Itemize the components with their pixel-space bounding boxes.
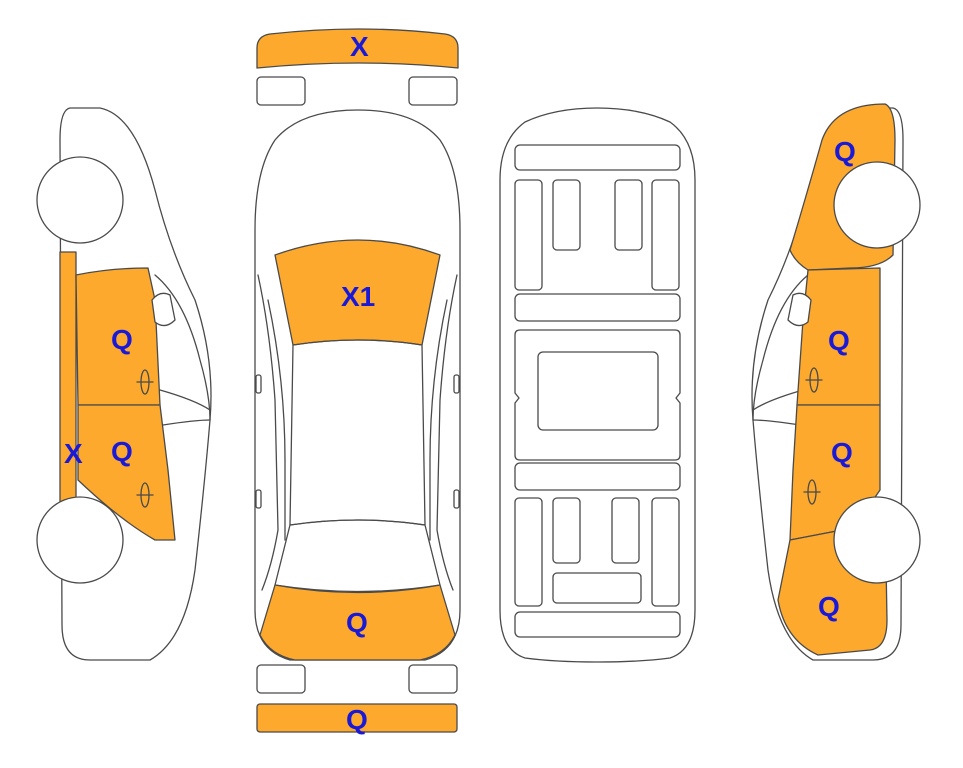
left-front-wheel — [36, 156, 124, 244]
top-body-outline — [254, 109, 461, 661]
right-windshield-line — [752, 274, 809, 421]
ub-rear-right-rail — [651, 497, 680, 607]
top-right-pillar — [436, 274, 458, 591]
right-front-fender-label: Q — [818, 591, 840, 622]
trunk-lid — [259, 584, 456, 661]
ub-center-tunnel — [537, 351, 659, 431]
rear-bumper-label: Q — [346, 704, 368, 735]
left-front-door-label: Q — [111, 324, 133, 355]
ub-front-bar — [514, 144, 681, 171]
right-rear-door-handle-icon — [805, 367, 823, 393]
top-view: X X1 Q Q — [254, 28, 461, 735]
left-front-door — [75, 267, 161, 406]
right-rear-window-line-2 — [752, 419, 801, 426]
left-rear-window-line — [159, 389, 211, 411]
ub-rear-bar — [514, 611, 681, 638]
left-rear-door — [77, 404, 176, 541]
right-rear-quarter-label: Q — [834, 136, 856, 167]
left-rear-wheel — [36, 496, 124, 584]
windshield-label: X1 — [341, 281, 375, 312]
ub-front-right-rail — [651, 179, 680, 291]
left-rocker-label: X — [64, 438, 83, 469]
right-front-door-handle-icon — [803, 479, 821, 505]
left-rear-door-label: Q — [111, 436, 133, 467]
ub-front-left-inner — [552, 179, 581, 251]
ub-cross-member-1 — [514, 293, 681, 322]
top-right-side-line — [429, 299, 448, 541]
ub-rear-muffler — [552, 572, 642, 604]
rear-right-taillight — [408, 664, 458, 694]
left-front-door-handle-icon — [136, 369, 154, 395]
front-left-headlight — [256, 76, 306, 106]
top-right-mirror — [453, 374, 460, 394]
right-rear-door-label: Q — [828, 325, 850, 356]
rear-left-taillight — [256, 664, 306, 694]
top-right-handle — [453, 489, 460, 509]
left-side-view: Q Q X — [36, 107, 212, 661]
top-left-handle — [255, 489, 262, 509]
underbody-view — [499, 107, 696, 663]
right-front-door-label: Q — [831, 437, 853, 468]
right-rear-wheel — [833, 161, 921, 249]
top-left-mirror — [255, 374, 262, 394]
right-side-view: Q Q Q Q — [751, 103, 921, 661]
left-mirror — [151, 292, 176, 327]
front-right-headlight — [408, 76, 458, 106]
ub-rear-left-rail — [514, 497, 543, 607]
ub-rear-left-inner — [552, 497, 581, 564]
left-windshield-line — [154, 274, 211, 421]
front-bumper-label: X — [350, 31, 369, 62]
top-left-side-line — [267, 299, 286, 541]
left-rear-window-line-2 — [162, 419, 211, 426]
front-bumper — [256, 28, 459, 69]
ub-cross-member-2 — [514, 462, 681, 491]
right-front-wheel — [833, 496, 921, 584]
trunk-lid-label: Q — [346, 607, 368, 638]
ub-rear-right-inner — [611, 497, 640, 564]
rear-bumper — [256, 703, 458, 733]
ub-front-right-inner — [614, 179, 643, 251]
ub-front-left-rail — [514, 179, 543, 291]
top-left-pillar — [257, 274, 279, 591]
left-rear-door-handle-icon — [136, 482, 154, 508]
right-mirror — [787, 292, 812, 327]
